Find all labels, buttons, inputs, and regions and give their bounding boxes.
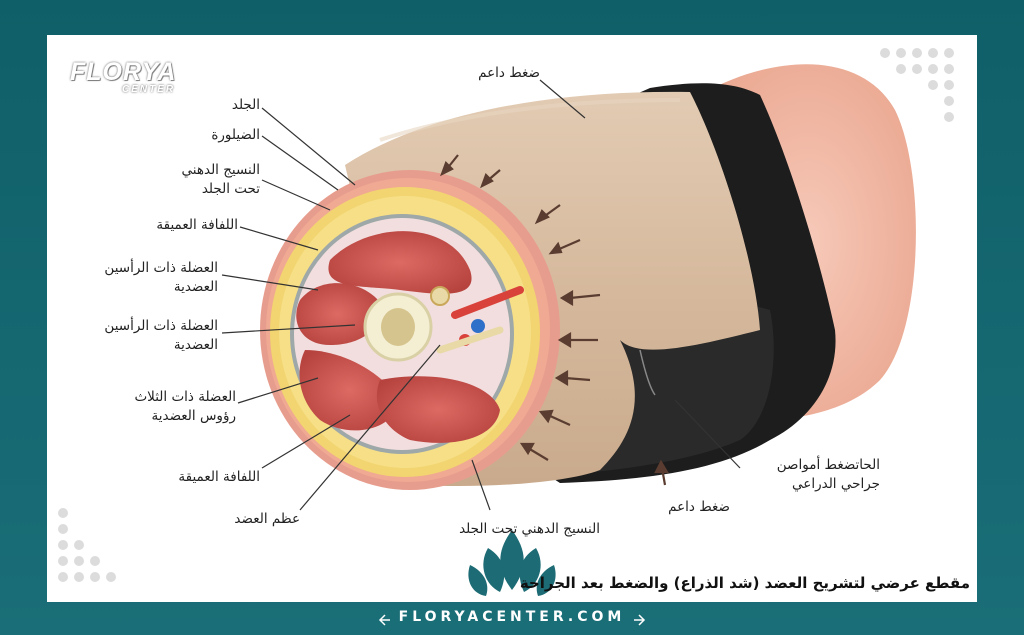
label-deep-fascia-bottom: اللفافة العميقة: [178, 469, 260, 485]
cross-section: [260, 170, 560, 490]
compression-arrows: [440, 154, 669, 486]
label-subcutaneous-fat-bottom: النسيج الدهني تحت الجلد: [459, 521, 600, 537]
footer-brand: FLORYACENTER.COM: [398, 609, 626, 625]
leader-lines: [221, 79, 741, 511]
dots-top-right: [880, 48, 960, 128]
decorative-emblem: [468, 530, 556, 596]
label-compression-garment: الحاتضغط أمواصن جراحي الدراعي: [776, 457, 880, 492]
label-deep-fascia-top: اللفافة العميقة: [156, 217, 238, 233]
label-biceps-2: العضلة ذات الرأسين العضدية: [104, 318, 218, 353]
label-humerus: عظم العضد: [234, 511, 300, 527]
footer-decor: [378, 614, 646, 626]
figure-caption: مقطع عرضي لتشريح العضد (شد الذراع) والضغ…: [519, 574, 970, 592]
label-subcutaneous-fat-top: النسيج الدهني تحت الجلد: [181, 162, 260, 197]
label-biceps-1: العضلة ذات الرأسين العضدية: [104, 260, 218, 295]
label-compression-top: ضغط داعم: [478, 65, 540, 81]
label-skin: الجلد: [231, 97, 260, 113]
dots-bottom-left: [58, 508, 138, 588]
label-dermis: الضيلورة: [211, 127, 260, 143]
label-compression-bottom: ضغط داعم: [668, 499, 730, 515]
brand-logo: FLORYA: [70, 58, 177, 86]
label-triceps: العضلة ذات الثلاث رؤوس العضدية: [134, 389, 236, 424]
brand-logo-subtitle: CENTER: [122, 84, 176, 95]
